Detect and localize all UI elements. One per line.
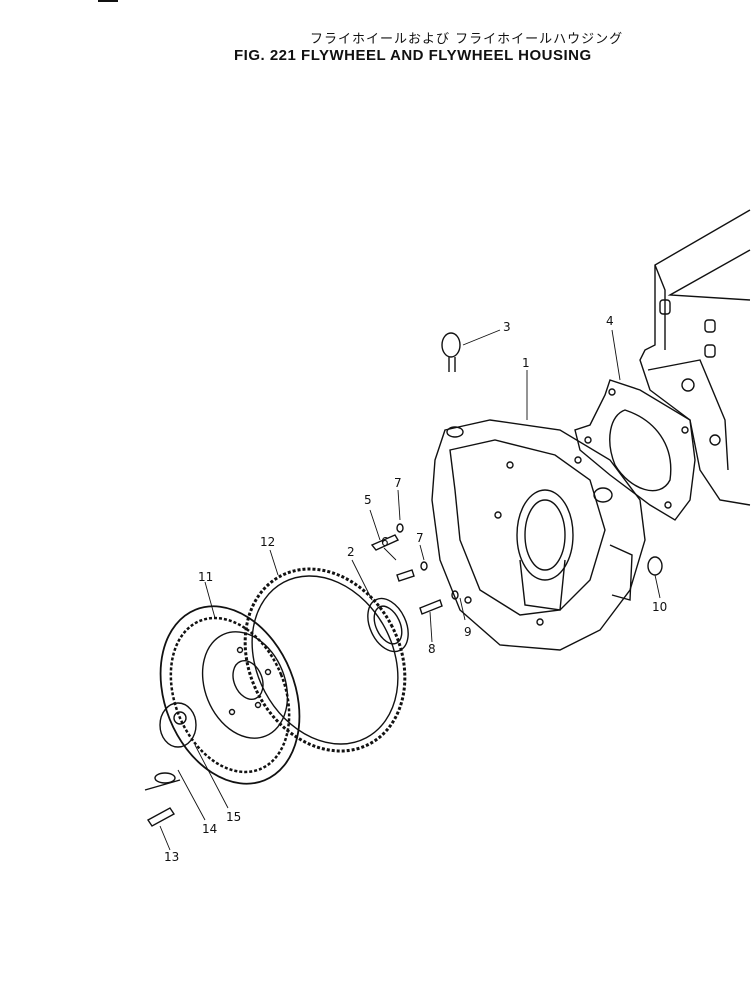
callout-14: 14 — [202, 822, 218, 836]
callout-13: 13 — [164, 850, 180, 864]
callout-12: 12 — [260, 535, 276, 549]
callout-4: 4 — [606, 314, 614, 328]
leader-lines — [159, 329, 661, 851]
flywheel — [159, 605, 301, 785]
callout-9: 9 — [464, 625, 472, 639]
washer-10 — [647, 556, 663, 576]
corner-mark — [98, 0, 118, 2]
callout-2: 2 — [347, 545, 355, 559]
flywheel-housing — [431, 419, 646, 651]
pilot-bearing — [159, 702, 197, 748]
callout-15: 15 — [226, 810, 242, 824]
callout-8: 8 — [428, 642, 436, 656]
eye-bolt — [441, 332, 461, 372]
flywheel-bolt — [144, 772, 181, 827]
callout-7: 7 — [394, 476, 402, 490]
housing-gasket — [574, 379, 696, 521]
figure-title: FIG. 221 FLYWHEEL AND FLYWHEEL HOUSING — [234, 47, 592, 64]
callout-6: 6 — [381, 535, 389, 549]
oil-seal — [367, 597, 409, 653]
figure-title-japanese: フライホイールおよび フライホイールハウジング — [310, 32, 624, 47]
ring-gear — [243, 567, 407, 753]
callout-5: 5 — [364, 493, 372, 507]
engine-block — [639, 209, 751, 506]
callout-11: 11 — [198, 570, 214, 584]
housing-bolts — [370, 523, 459, 615]
callout-1: 1 — [522, 356, 530, 370]
callout-10: 10 — [652, 600, 668, 614]
callout-7b: 7 — [416, 531, 424, 545]
callout-3: 3 — [503, 320, 511, 334]
